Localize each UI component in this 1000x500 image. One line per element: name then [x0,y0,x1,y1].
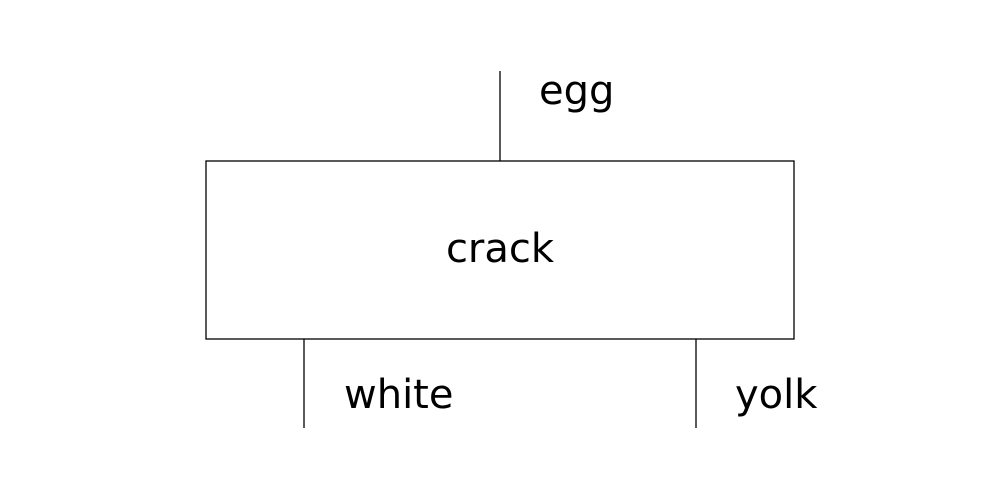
process-box [205,160,795,340]
process-label: crack [446,226,555,272]
output-label-white: white [344,372,453,418]
input-label-egg: egg [539,68,614,114]
output-label-yolk: yolk [735,372,818,418]
